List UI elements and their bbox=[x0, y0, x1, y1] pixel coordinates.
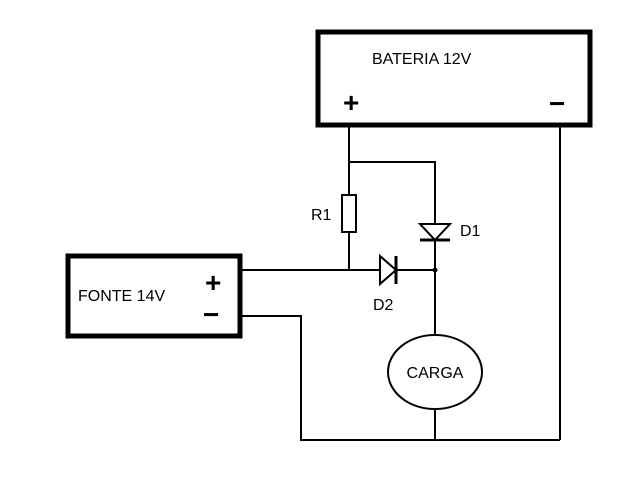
source-plus-terminal: + bbox=[205, 267, 221, 298]
d1-triangle bbox=[417, 223, 453, 242]
source-box bbox=[65, 253, 243, 339]
load-body bbox=[387, 334, 483, 410]
diode-d1: D1 bbox=[417, 223, 481, 242]
battery-label: BATERIA 12V bbox=[372, 51, 472, 68]
d1-label: D1 bbox=[460, 223, 481, 240]
r1-label: R1 bbox=[311, 207, 332, 224]
battery-plus-terminal: + bbox=[343, 87, 359, 118]
r1-body bbox=[341, 194, 357, 233]
source-label: FONTE 14V bbox=[78, 288, 165, 305]
diode-d2: D2 bbox=[373, 253, 398, 314]
d2-label: D2 bbox=[373, 297, 394, 314]
power-source: FONTE 14V + − bbox=[65, 253, 243, 339]
wires bbox=[240, 125, 561, 441]
wire-top-node-to-d1 bbox=[349, 161, 436, 223]
battery-minus-terminal: − bbox=[549, 88, 565, 119]
wire-source-negative bbox=[240, 315, 560, 441]
load: CARGA bbox=[387, 334, 483, 410]
source-minus-terminal: − bbox=[203, 299, 219, 330]
junction-node bbox=[432, 267, 438, 273]
d2-triangle bbox=[379, 253, 398, 287]
battery: BATERIA 12V + − bbox=[315, 29, 593, 128]
load-label: CARGA bbox=[407, 365, 464, 382]
resistor-r1: R1 bbox=[311, 194, 357, 233]
battery-box bbox=[315, 29, 593, 128]
